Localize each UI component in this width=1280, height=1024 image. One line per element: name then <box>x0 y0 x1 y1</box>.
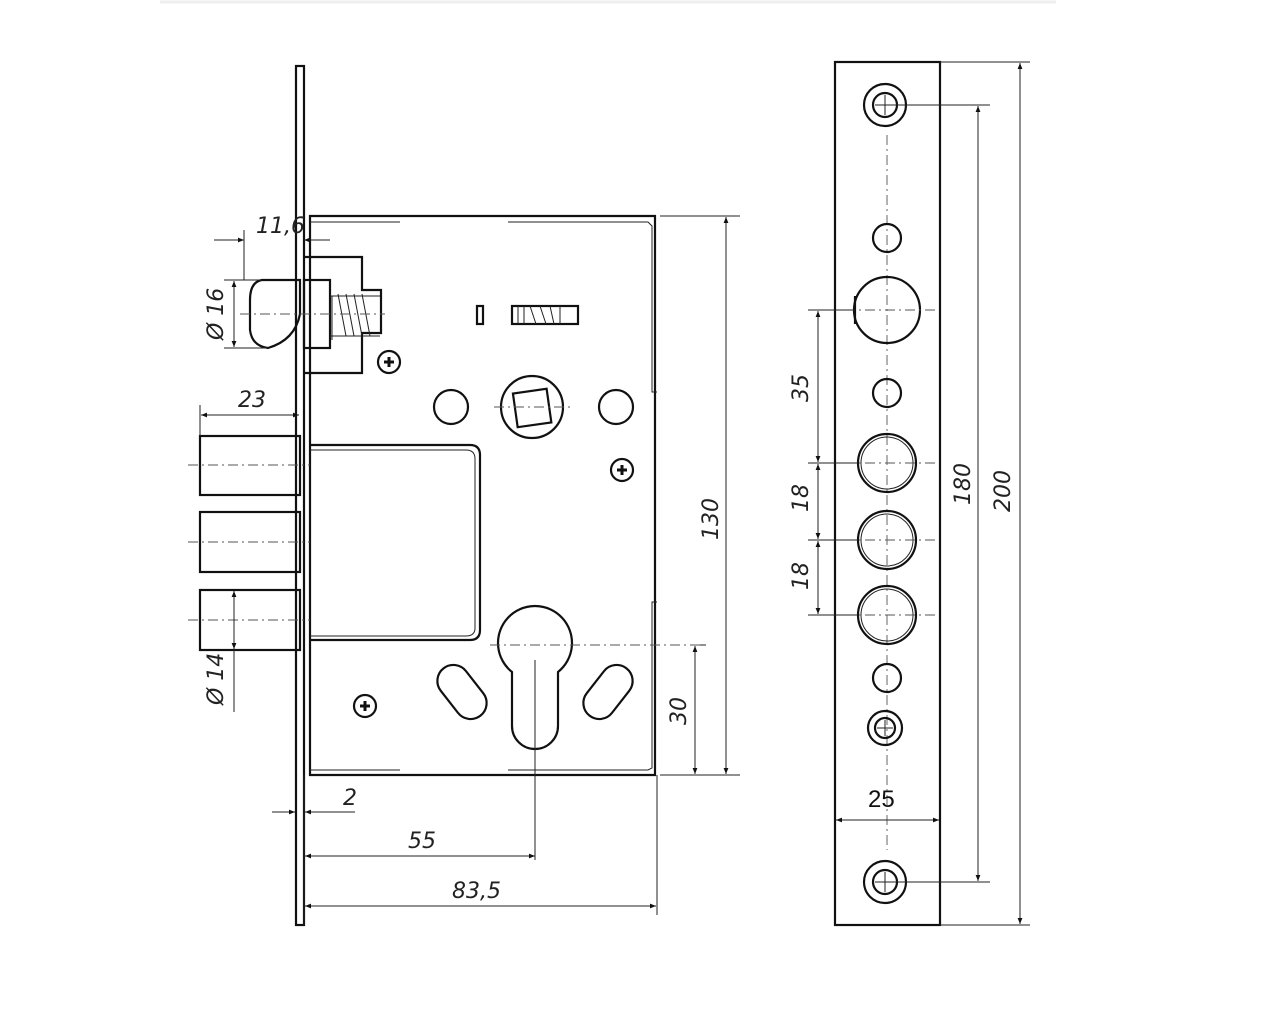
deadbolt <box>198 588 302 652</box>
spindle-hub <box>499 374 565 440</box>
latch-housing <box>304 255 383 375</box>
dim-latch-diameter: Ø 16 <box>204 288 229 341</box>
dim-cylinder-offset: 30 <box>667 697 692 725</box>
dim-case-height: 130 <box>699 498 724 540</box>
dim-bolt-diameter: Ø 14 <box>204 653 229 706</box>
latch-bolt <box>248 278 302 350</box>
strike-plate <box>833 60 942 927</box>
dim-strike-spacing-2: 18 <box>789 484 814 512</box>
spindle-square <box>511 387 553 429</box>
screw-icon <box>609 457 635 483</box>
deadbolt <box>198 434 302 497</box>
latch-spring <box>330 293 380 340</box>
cylinder-cutout <box>496 604 574 751</box>
dim-strike-screw-distance: 180 <box>951 463 976 505</box>
lock-side-view: 11,6 Ø 16 23 Ø 14 130 30 2 55 83,5 <box>188 64 740 927</box>
dim-strike-length: 200 <box>991 470 1016 512</box>
screw-icon <box>376 349 402 375</box>
dim-strike-width: 25 <box>868 786 895 813</box>
faceplate-front-view: 200 180 35 18 18 25 <box>789 60 1030 927</box>
bolt-opening <box>310 443 482 642</box>
mount-slot <box>436 663 488 721</box>
screw-hole <box>866 709 904 747</box>
lock-case <box>308 214 657 777</box>
mount-slot <box>582 663 634 721</box>
dim-latch-projection: 11,6 <box>256 214 305 239</box>
dim-bolt-projection: 23 <box>238 388 266 413</box>
screw-icon <box>352 693 378 719</box>
dim-case-depth: 83,5 <box>452 879 501 904</box>
dim-strike-spacing-3: 18 <box>789 562 814 590</box>
dim-faceplate-thickness: 2 <box>343 786 357 811</box>
dim-backset: 55 <box>408 829 436 854</box>
dim-strike-spacing-1: 35 <box>789 374 814 402</box>
deadbolt <box>198 510 302 574</box>
case-flanges <box>310 221 657 771</box>
